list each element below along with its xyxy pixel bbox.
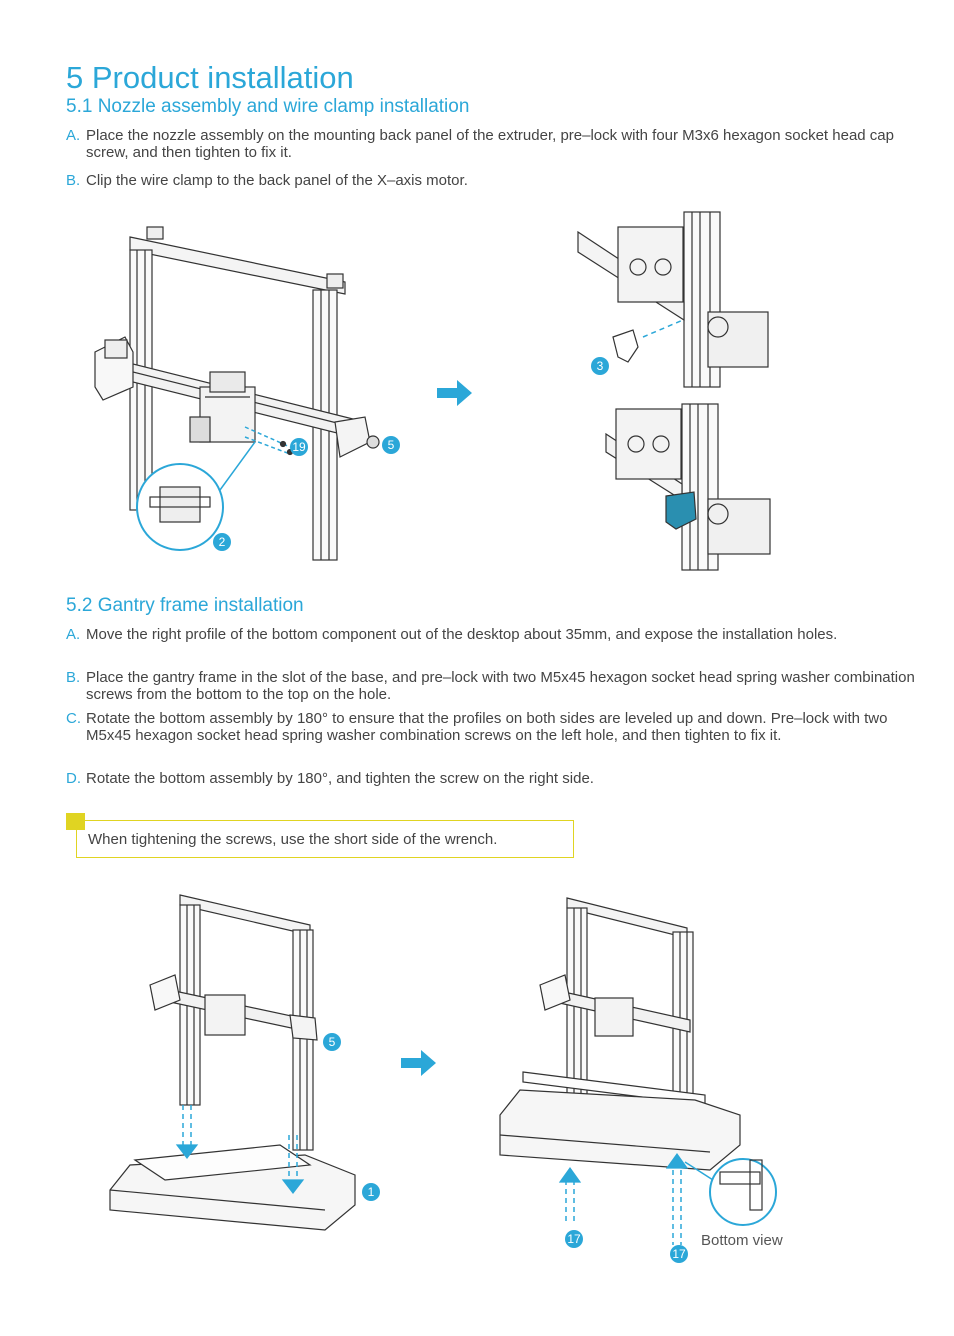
step-5-1-a: A. Place the nozzle assembly on the mount… (66, 127, 936, 161)
note-box (76, 820, 574, 858)
gantry-fixed-figure (499, 897, 777, 1245)
arrow-right-icon (401, 1050, 436, 1076)
section-5-2-title: 5.2 Gantry frame installation (66, 595, 304, 616)
arrow-right-icon (437, 380, 472, 406)
step-5-1-b: B. Clip the wire clamp to the back panel … (66, 172, 936, 189)
step-text: Rotate the bottom assembly by 180°, and … (86, 770, 594, 787)
step-letter: B. (66, 669, 81, 686)
gantry-insert-figure (109, 894, 356, 1231)
callout-17-left: 17 (565, 1230, 583, 1248)
callout-3: 3 (591, 357, 609, 375)
step-5-2-b: B. Place the gantry frame in the slot of … (66, 669, 936, 703)
step-letter: B. (66, 172, 81, 189)
step-letter: A. (66, 127, 81, 144)
step-5-2-a: A. Move the right profile of the bottom c… (66, 626, 936, 643)
callout-19: 19 (290, 438, 308, 456)
section-5-1-title: 5.1 Nozzle assembly and wire clamp insta… (66, 96, 470, 117)
callout-17-right: 17 (670, 1245, 688, 1263)
note-text: When tightening the screws, use the shor… (88, 831, 498, 848)
step-letter: A. (66, 626, 81, 643)
callout-5: 5 (382, 436, 400, 454)
step-5-2-c: C. Rotate the bottom assembly by 180° to … (66, 710, 936, 744)
bottom-view-caption: Bottom view (701, 1232, 783, 1249)
nozzle-assembly-figure (94, 226, 380, 561)
step-text: Place the gantry frame in the slot of th… (86, 669, 915, 703)
step-letter: D. (66, 770, 81, 787)
step-text: Rotate the bottom assembly by 180° to en… (86, 710, 888, 744)
page-title: 5 Product installation (66, 60, 354, 95)
step-5-2-d: D. Rotate the bottom assembly by 180°, a… (66, 770, 936, 787)
step-text: Move the right profile of the bottom com… (86, 626, 838, 643)
step-text: Clip the wire clamp to the back panel of… (86, 172, 468, 189)
callout-2: 2 (213, 533, 231, 551)
note-flag-icon (66, 813, 85, 830)
step-text: Place the nozzle assembly on the mountin… (86, 127, 894, 161)
wire-clamp-after-figure (605, 403, 771, 571)
callout-5-gantry: 5 (323, 1033, 341, 1051)
wire-clamp-before-figure (577, 211, 769, 388)
step-letter: C. (66, 710, 81, 727)
callout-1: 1 (362, 1183, 380, 1201)
